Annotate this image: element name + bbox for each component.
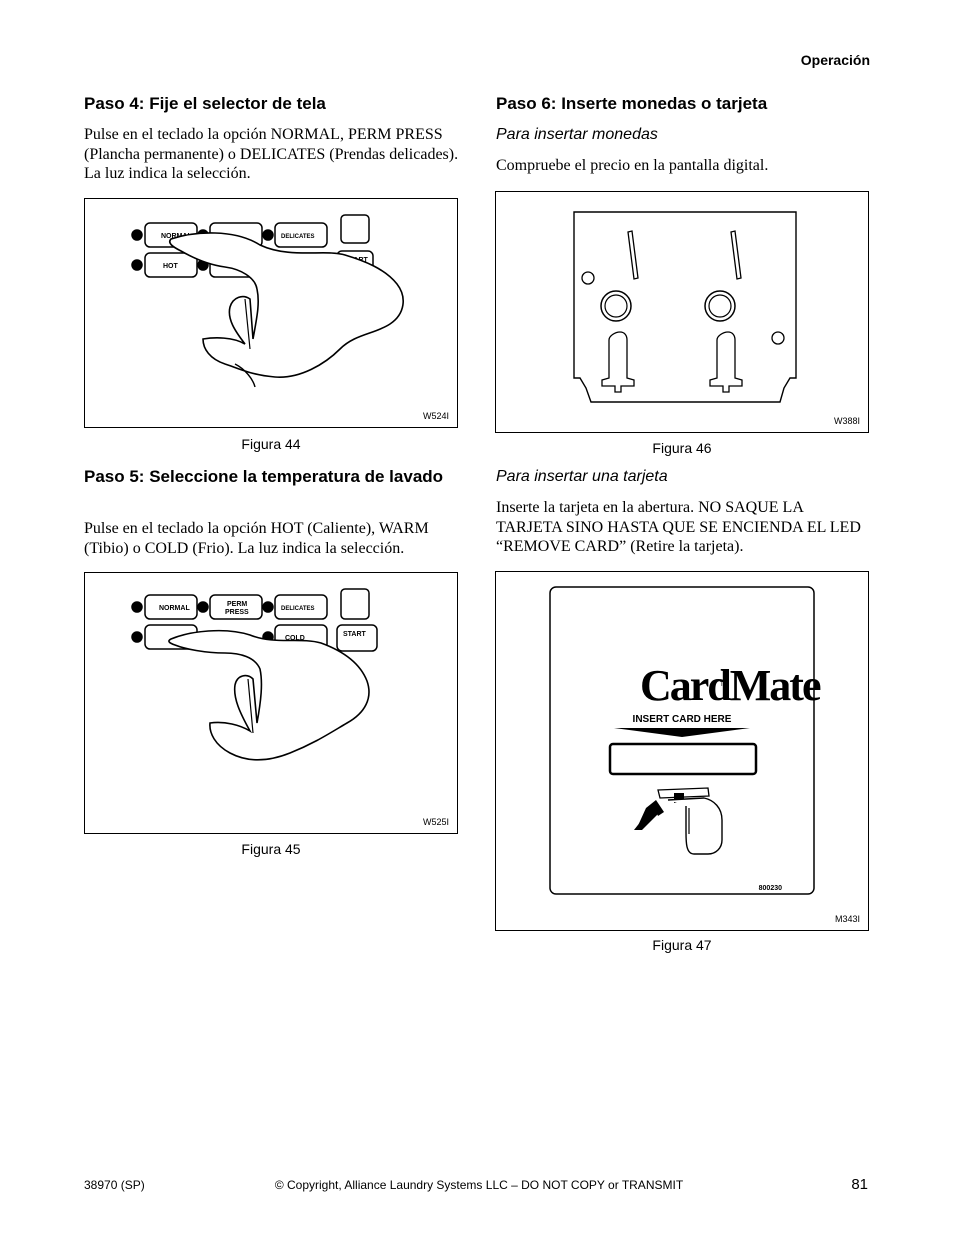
figure-44-code: W524I: [422, 411, 449, 421]
figure-47-code: M343I: [834, 914, 860, 924]
card-text: Inserte la tarjeta en la abertura. NO SA…: [496, 499, 861, 555]
step6-title: Paso 6: Inserte monedas o tarjeta: [496, 94, 768, 113]
keypad-delicates-label: DELICATES: [281, 234, 315, 240]
keypad-hand-fabric-drawing: NORMAL DELICATES HOT WARM START: [131, 214, 404, 388]
step4-text: Pulse en el teclado la opción NORMAL, PE…: [84, 126, 459, 182]
footer-doc-number: 38970 (SP): [84, 1178, 145, 1192]
figure-46-caption: Figura 46: [652, 440, 712, 456]
keypad-normal-label: NORMAL: [159, 605, 190, 612]
keypad-hand-temperature-drawing: NORMAL PERM PRESS DELICATES COLD START: [131, 588, 378, 761]
keypad-cold-label: COLD: [285, 635, 305, 642]
coins-text: Compruebe el precio en la pantalla digit…: [496, 157, 769, 174]
cardmate-reader-drawing: CardMate TM INSERT CARD HERE 800230: [549, 586, 823, 895]
figure-45-caption: Figura 45: [241, 841, 301, 857]
panel-code: 800230: [759, 885, 782, 892]
step5-title: Paso 5: Seleccione la temperatura de lav…: [84, 467, 444, 486]
coin-slot-panel-drawing: [573, 211, 797, 403]
insert-card-label: INSERT CARD HERE: [633, 714, 732, 725]
cardmate-trademark: TM: [720, 682, 729, 688]
running-header-section: Operación: [800, 52, 870, 68]
step5-text: Pulse en el teclado la opción HOT (Calie…: [84, 520, 429, 557]
keypad-start-label: START: [343, 631, 367, 638]
figure-47-illustration: CardMate TM INSERT CARD HERE 800230 M343…: [495, 571, 869, 931]
card-slot: [608, 742, 758, 776]
keypad-delicates-label: DELICATES: [281, 606, 315, 612]
card-subtitle: Para insertar una tarjeta: [496, 468, 668, 485]
cardmate-logo-text: CardMate: [640, 661, 821, 710]
coins-subtitle: Para insertar monedas: [496, 126, 658, 143]
footer-page-number: 81: [851, 1176, 868, 1193]
keypad-press-label: PRESS: [225, 609, 249, 616]
hand-holding-card: [667, 797, 723, 855]
figure-44-illustration: NORMAL DELICATES HOT WARM START W524I: [84, 198, 458, 428]
step4-title: Paso 4: Fije el selector de tela: [84, 94, 326, 113]
figure-46-code: W388I: [833, 416, 860, 426]
hand-shape: [168, 629, 370, 761]
figure-47-caption: Figura 47: [652, 937, 712, 953]
footer-copyright: © Copyright, Alliance Laundry Systems LL…: [274, 1178, 684, 1192]
figure-45-illustration: NORMAL PERM PRESS DELICATES COLD START W…: [84, 572, 458, 834]
figure-45-code: W525I: [422, 817, 449, 827]
keypad-hot-label: HOT: [163, 263, 179, 270]
figure-44-caption: Figura 44: [241, 436, 301, 452]
keypad-perm-label: PERM: [227, 601, 247, 608]
hand-shape: [168, 232, 404, 378]
figure-46-illustration: W388I: [495, 191, 869, 433]
